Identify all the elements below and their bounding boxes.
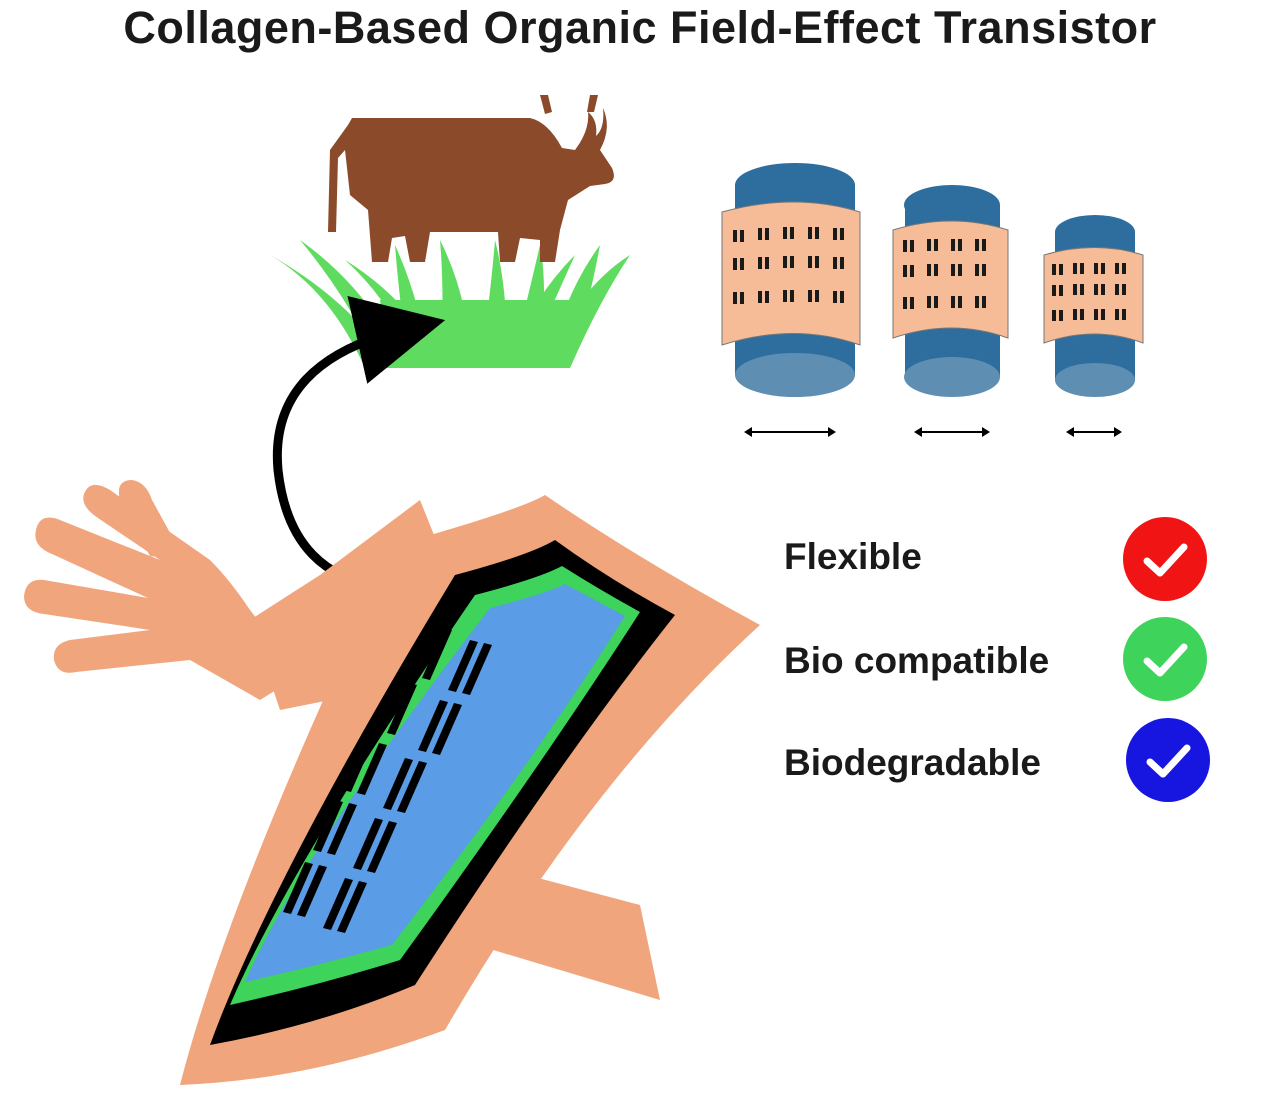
cow-icon <box>328 95 614 262</box>
feature-label-biodegradable: Biodegradable <box>784 742 1041 783</box>
checkmark-icon <box>1126 718 1210 802</box>
feature-label-biocompatible: Bio compatible <box>784 640 1050 681</box>
bending-cylinder <box>892 185 1009 437</box>
bending-cylinder <box>721 163 861 437</box>
feature-label-flexible: Flexible <box>784 536 922 577</box>
bending-cylinder <box>1043 215 1144 437</box>
checkmark-icon <box>1123 517 1207 601</box>
grass-icon <box>270 240 630 368</box>
checkmark-icon <box>1123 617 1207 701</box>
ofet-device <box>180 495 760 1085</box>
figure-title: Collagen-Based Organic Field-Effect Tran… <box>123 2 1157 53</box>
